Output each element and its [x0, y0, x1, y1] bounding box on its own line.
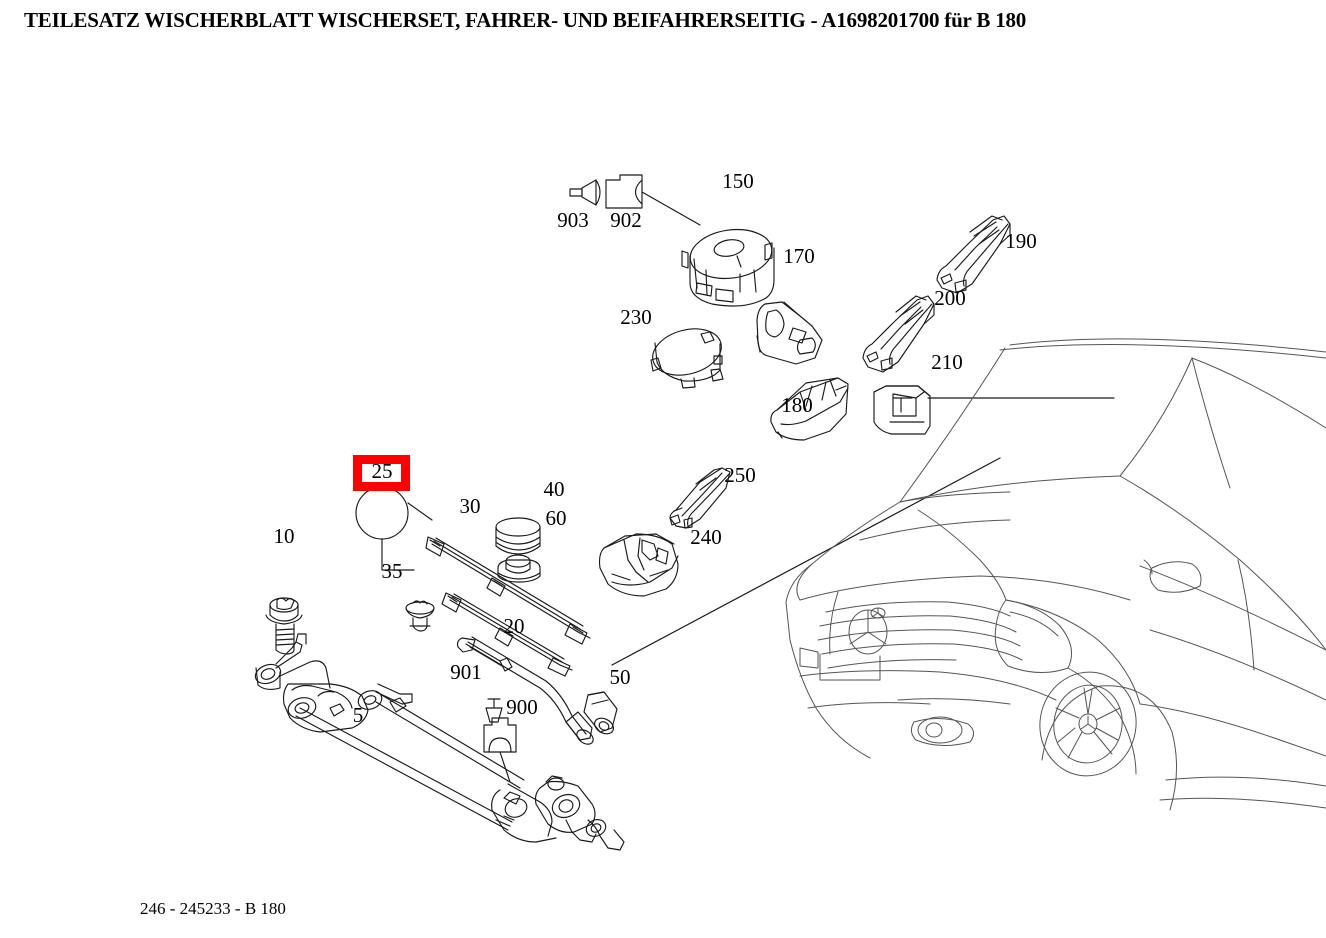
- leader-lines: [611, 397, 1115, 666]
- part-150-washer-pump-reservoir: [681, 228, 775, 307]
- part-250-seal-strip: [669, 467, 731, 529]
- label-5: 5: [353, 703, 364, 727]
- part-901-rivet-pin: [485, 698, 503, 723]
- part-35-grommet-screw: [405, 600, 435, 632]
- label-230: 230: [620, 305, 652, 329]
- label-150: 150: [722, 169, 754, 193]
- part-190-cowl-panel-right: [936, 215, 1011, 294]
- label-25: 25: [372, 459, 393, 483]
- label-250: 250: [724, 463, 756, 487]
- part-5-wiper-linkage-assembly: [254, 633, 625, 851]
- vehicle-illustration: [785, 338, 1326, 811]
- label-200: 200: [934, 286, 966, 310]
- label-20: 20: [504, 614, 525, 638]
- label-35: 35: [382, 559, 403, 583]
- exploded-parts-diagram: 903 902 150 170 190 200 210 230 180 250 …: [254, 169, 1326, 851]
- label-210: 210: [931, 350, 963, 374]
- label-903: 903: [557, 208, 589, 232]
- page-footer: 246 - 245233 - B 180: [140, 899, 286, 918]
- page-title: TEILESATZ WISCHERBLATT WISCHERSET, FAHRE…: [24, 8, 1027, 32]
- highlight-box-part-25[interactable]: [353, 455, 410, 491]
- part-40-cap: [495, 517, 541, 555]
- part-number-labels: 903 902 150 170 190 200 210 230 180 250 …: [274, 169, 1037, 727]
- part-180-cover-trim: [770, 377, 849, 441]
- label-901: 901: [450, 660, 482, 684]
- part-230-cover-cap: [650, 328, 724, 389]
- part-210-end-cap: [873, 385, 931, 435]
- part-900-clip-fastener: [483, 717, 517, 783]
- label-900: 900: [506, 695, 538, 719]
- label-10: 10: [274, 524, 295, 548]
- part-903-terminal: [569, 179, 601, 206]
- label-60: 60: [546, 506, 567, 530]
- part-902-connector: [605, 174, 701, 226]
- part-25-wiper-blade-lower: [441, 592, 573, 677]
- label-190: 190: [1005, 229, 1037, 253]
- part-200-cowl-panel-left: [862, 295, 935, 373]
- part-20-wiper-arm-driver: [456, 636, 594, 745]
- part-50-wiper-arm-cap: [583, 691, 618, 735]
- label-50: 50: [610, 665, 631, 689]
- label-170: 170: [783, 244, 815, 268]
- part-10-mounting-bolt: [265, 597, 303, 655]
- part-30-wiper-blade: [425, 536, 591, 645]
- label-30: 30: [460, 494, 481, 518]
- callout-25-circle: [355, 486, 433, 571]
- label-40: 40: [544, 477, 565, 501]
- label-180: 180: [781, 393, 813, 417]
- label-240: 240: [690, 525, 722, 549]
- part-170-bracket: [756, 301, 823, 365]
- label-902: 902: [610, 208, 642, 232]
- part-60-nut: [497, 554, 541, 583]
- part-240-cowl-cover: [598, 533, 679, 597]
